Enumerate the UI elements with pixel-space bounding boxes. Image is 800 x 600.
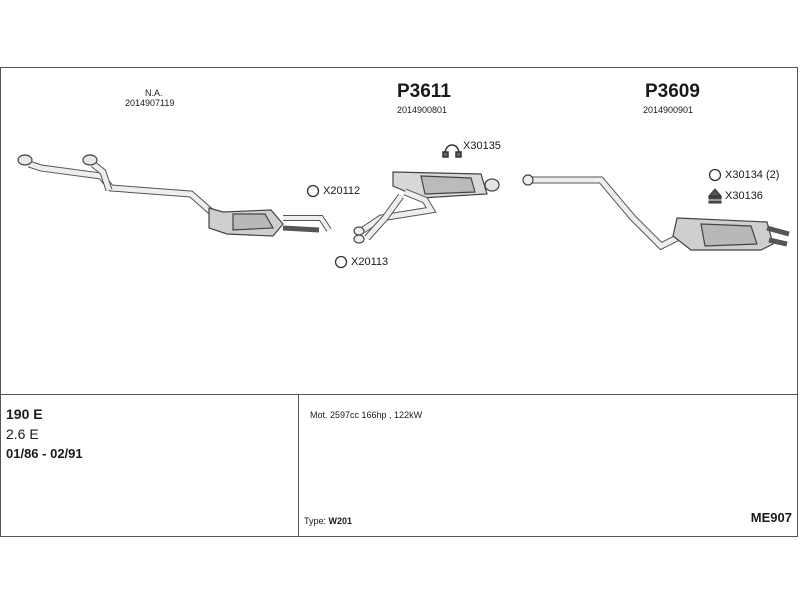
accessory-x30136-label[interactable]: X30136	[725, 190, 763, 202]
vehicle-type-value: W201	[328, 516, 353, 526]
accessory-x20113-label[interactable]: X20113	[351, 256, 389, 268]
part-middle-number: 2014900801	[397, 105, 448, 115]
ring-icon	[306, 184, 320, 198]
vehicle-model: 190 E	[6, 406, 43, 422]
exhaust-diagram: N.A. 2014907119 P3611 2014900801 P3609 2…	[1, 68, 797, 394]
accessory-x30134-label[interactable]: X30134 (2)	[725, 169, 780, 181]
accessory-x30135-label[interactable]: X30135	[463, 140, 501, 152]
catalog-code: ME907	[750, 510, 792, 525]
clamp-icon	[442, 144, 462, 158]
part-rear-label[interactable]: P3609	[645, 81, 700, 102]
vehicle-details: Mot. 2597cc 166hp , 122kW Type: W201 ME9…	[300, 400, 796, 534]
accessory-x20112-label[interactable]: X20112	[323, 185, 361, 197]
info-column-divider	[298, 394, 299, 536]
middle-silencer-assembly[interactable]	[353, 171, 500, 244]
rear-silencer-assembly[interactable]	[522, 174, 790, 251]
ring-icon	[334, 255, 348, 269]
vehicle-summary: 190 E 2.6 E 01/86 - 02/91	[6, 404, 296, 464]
mounting-icon	[707, 188, 723, 204]
part-rear-number: 2014900901	[643, 105, 694, 115]
info-divider	[0, 394, 798, 395]
part-middle-label[interactable]: P3611	[397, 81, 451, 102]
vehicle-years: 01/86 - 02/91	[6, 446, 83, 461]
diagram-frame	[0, 67, 798, 537]
vehicle-engine: 2.6 E	[6, 426, 39, 442]
vehicle-type-label: Type:	[304, 516, 327, 526]
part-front-number: 2014907119	[125, 98, 175, 108]
front-pipe-assembly[interactable]	[17, 154, 332, 237]
motor-spec: Mot. 2597cc 166hp , 122kW	[310, 410, 423, 420]
exhaust-drawing	[17, 144, 790, 269]
vehicle-type: Type: W201	[304, 516, 352, 526]
ring-icon	[708, 168, 722, 182]
part-front-label: N.A.	[145, 88, 163, 98]
